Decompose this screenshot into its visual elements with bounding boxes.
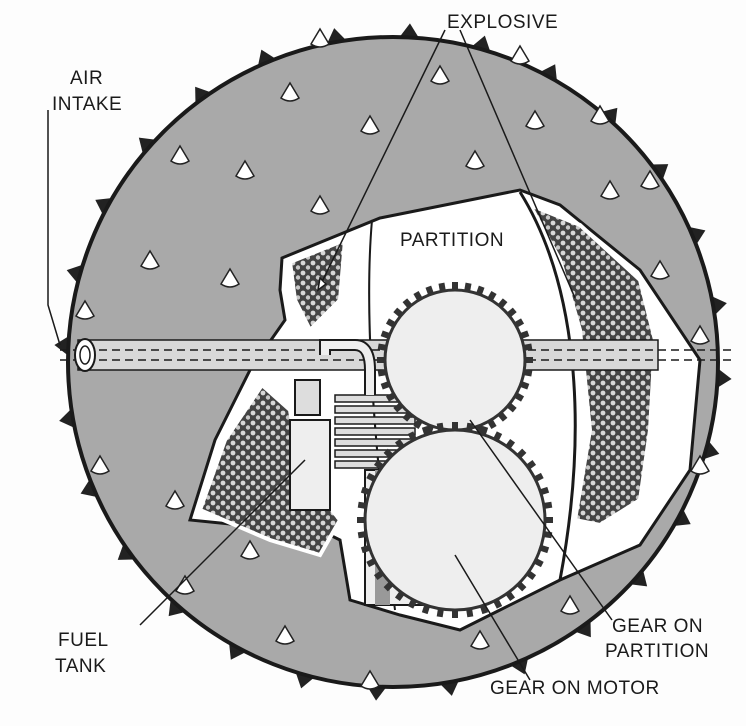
label-gear-partition-line1: GEAR ON (612, 616, 703, 637)
gear-tooth (452, 282, 458, 292)
surface-bump (359, 669, 381, 690)
fuel-tank (289, 419, 331, 511)
label-gear-partition-line2: PARTITION (605, 641, 709, 662)
surface-bump (464, 149, 486, 170)
surface-bump (429, 64, 451, 85)
surface-bump (169, 144, 191, 165)
surface-bump (509, 44, 531, 65)
surface-bump (219, 267, 241, 288)
gear-tooth (452, 422, 458, 432)
label-air-intake-line2: INTAKE (52, 94, 122, 115)
surface-bump (524, 109, 546, 130)
label-partition: PARTITION (400, 230, 504, 251)
surface-bump (589, 104, 611, 125)
surface-bump (139, 249, 161, 270)
surface-bump (309, 194, 331, 215)
surface-bump (469, 629, 491, 650)
cooling-fin (334, 427, 416, 436)
spike (257, 49, 276, 67)
cooling-fin (334, 416, 416, 425)
surface-bump (599, 179, 621, 200)
surface-bump (89, 454, 111, 475)
surface-bump (639, 169, 661, 190)
label-explosive: EXPLOSIVE (447, 12, 558, 33)
gear-on-partition (377, 282, 533, 438)
surface-bump (309, 27, 331, 48)
label-gear-motor: GEAR ON MOTOR (490, 678, 660, 699)
surface-bump (174, 574, 196, 595)
surface-bump (359, 114, 381, 135)
surface-bump (279, 81, 301, 102)
gear-on-motor (357, 422, 553, 618)
surface-bump (74, 299, 96, 320)
spike (688, 226, 706, 245)
surface-bump (164, 489, 186, 510)
spike (399, 23, 419, 39)
gear-tooth (452, 608, 458, 618)
leader-lines (47, 29, 613, 681)
gear-body (383, 288, 527, 432)
label-fuel-tank-line1: FUEL (58, 630, 109, 651)
gear-body (363, 428, 547, 612)
surface-bump (649, 259, 671, 280)
surface-bump (689, 324, 711, 345)
spike (80, 479, 98, 498)
surface-bump (274, 624, 296, 645)
label-fuel-tank-line2: TANK (55, 656, 106, 677)
label-air-intake-line1: AIR (70, 68, 103, 89)
spike (716, 368, 732, 388)
surface-bump (234, 159, 256, 180)
surface-bump (239, 539, 261, 560)
surface-bump (559, 594, 581, 615)
